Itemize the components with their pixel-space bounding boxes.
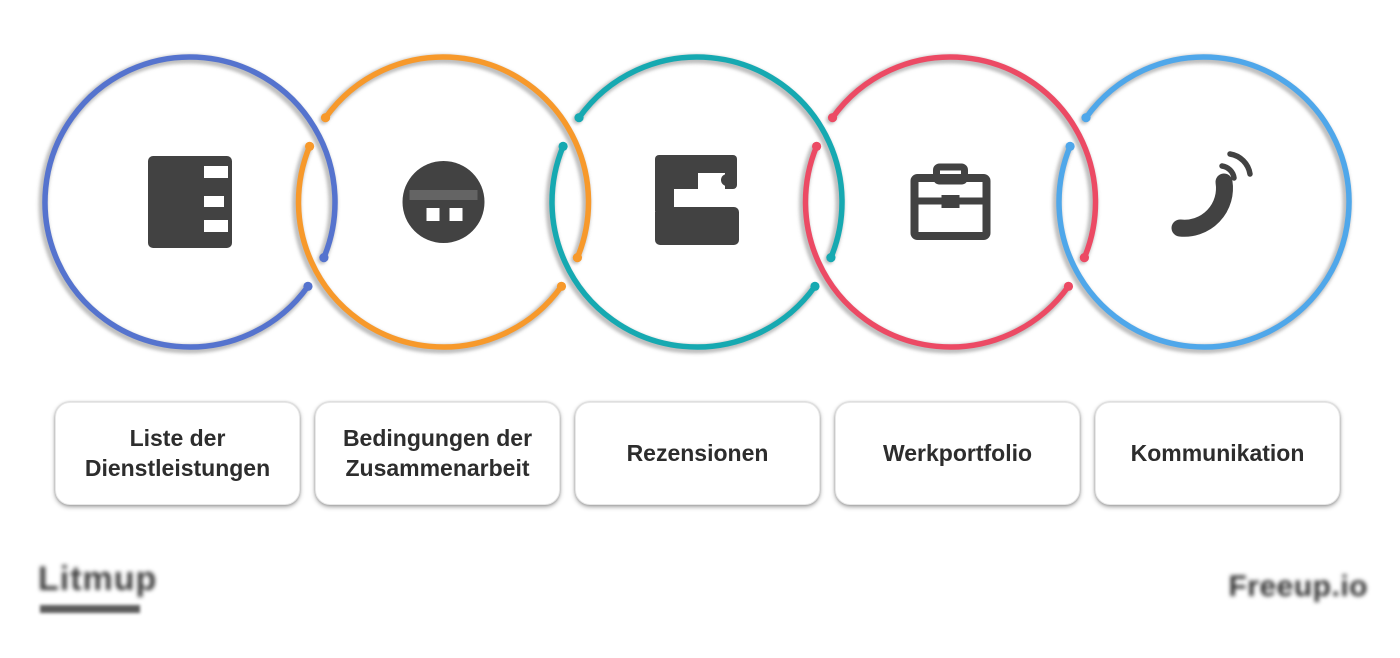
interlocked-circles-diagram bbox=[38, 54, 1352, 354]
phone-call-icon bbox=[1171, 151, 1253, 237]
globe-agreement-icon bbox=[402, 161, 485, 243]
label-cards-row: Liste der Dienstleistungen Bedingungen d… bbox=[55, 402, 1345, 505]
circle-services bbox=[38, 54, 338, 354]
card-reviews: Rezensionen bbox=[575, 402, 820, 505]
document-list-icon bbox=[148, 156, 232, 248]
circle-reviews bbox=[545, 54, 845, 354]
left-logo-tagline-bar bbox=[40, 605, 140, 613]
left-logo-wordmark: Litmup bbox=[38, 560, 158, 598]
left-logo: Litmup bbox=[38, 560, 157, 613]
chat-review-icon bbox=[655, 155, 739, 245]
card-services: Liste der Dienstleistungen bbox=[55, 402, 300, 505]
circle-terms bbox=[292, 54, 592, 354]
card-communication: Kommunikation bbox=[1095, 402, 1340, 505]
right-logo-wordmark: Freeup.io bbox=[1228, 570, 1368, 603]
card-portfolio: Werkportfolio bbox=[835, 402, 1080, 505]
circle-portfolio bbox=[799, 54, 1099, 354]
briefcase-icon bbox=[910, 163, 991, 240]
card-terms: Bedingungen der Zusammenarbeit bbox=[315, 402, 560, 505]
circle-communication bbox=[1052, 54, 1352, 354]
